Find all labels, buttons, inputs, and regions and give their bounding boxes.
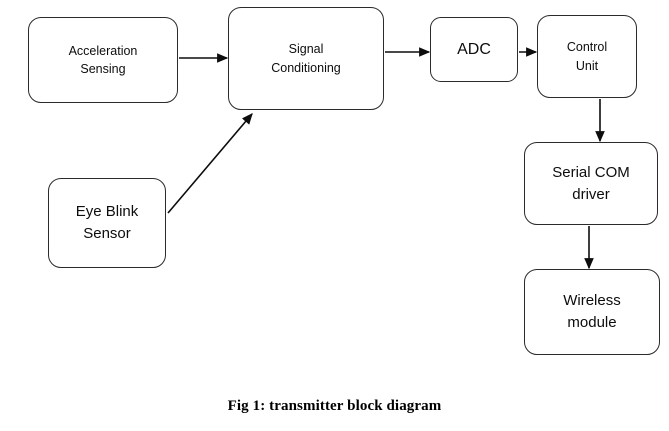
node-serial-com-driver[interactable]: Serial COM driver	[524, 142, 658, 225]
node-label: Serial COM driver	[552, 163, 630, 203]
node-signal-conditioning[interactable]: Signal Conditioning	[228, 7, 384, 110]
node-label: Signal Conditioning	[271, 42, 341, 75]
node-acceleration-sensing[interactable]: Acceleration Sensing	[28, 17, 178, 103]
node-label: Acceleration Sensing	[68, 43, 138, 76]
node-label: Wireless module	[563, 292, 621, 331]
node-wireless-module[interactable]: Wireless module	[524, 269, 660, 355]
figure-caption: Fig 1: transmitter block diagram	[227, 398, 442, 414]
edge-eye-blink-to-signal	[167, 113, 253, 214]
node-label: ADC	[457, 40, 491, 58]
node-control-unit[interactable]: Control Unit	[537, 15, 637, 98]
node-eye-blink-sensor[interactable]: Eye Blink Sensor	[48, 178, 166, 268]
node-label: Control Unit	[566, 40, 608, 73]
node-adc[interactable]: ADC	[430, 17, 518, 82]
node-label: Eye Blink Sensor	[75, 203, 139, 242]
